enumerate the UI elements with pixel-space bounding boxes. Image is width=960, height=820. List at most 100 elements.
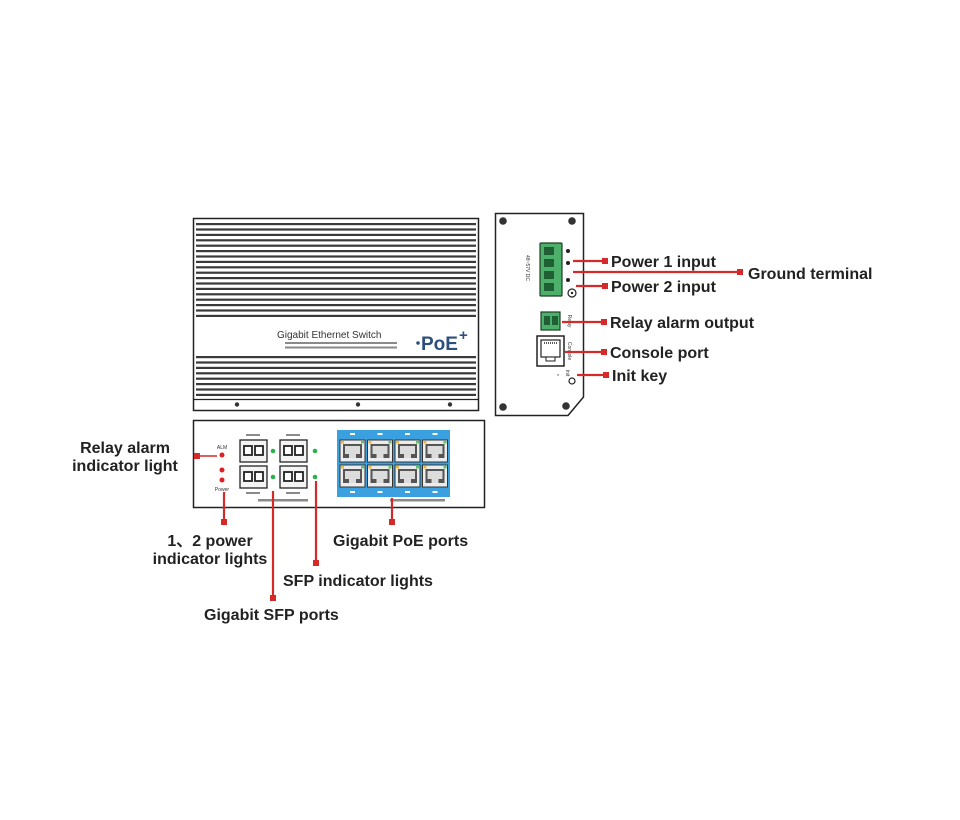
poe-label-mark (432, 491, 438, 493)
poe-port (367, 439, 393, 463)
polarity-dot (566, 249, 570, 253)
callout-init: Init key (612, 368, 667, 385)
heatsink-fin (196, 372, 476, 375)
screw-icon (355, 402, 361, 407)
logo-dot (416, 341, 420, 345)
leader-marker (601, 349, 607, 355)
poe-port (339, 439, 366, 463)
power-terminal-block (539, 242, 563, 297)
terminal-wire-entry (544, 247, 554, 255)
poe-label-mark (405, 433, 410, 435)
callout-leaders (194, 258, 743, 601)
heatsink-fin (196, 287, 476, 290)
callout-console: Console port (610, 345, 709, 362)
leader-marker (313, 560, 319, 566)
sfp-label-strip (286, 434, 300, 436)
heatsink-housing (192, 217, 480, 412)
logo-sup: + (459, 327, 468, 344)
callout-poe-ports: Gigabit PoE ports (333, 533, 468, 550)
ground-screw-center (570, 291, 574, 295)
relay-connector (540, 311, 561, 331)
callout-power-lights-line2: indicator lights (153, 551, 268, 568)
polarity-dot (566, 278, 570, 282)
fine-print (390, 499, 445, 502)
power-led-2 (219, 477, 225, 483)
sfp-label-strip (246, 492, 260, 494)
sfp-led (312, 474, 318, 480)
heatsink-fin (196, 277, 476, 280)
callout-power2: Power 2 input (611, 279, 717, 296)
heatsink-fin (196, 377, 476, 380)
sfp-ports (239, 434, 318, 502)
screw-icon (568, 217, 576, 225)
heatsink-fin (196, 388, 476, 391)
sfp-port (279, 465, 308, 489)
heatsink-fin (196, 271, 476, 274)
poe-ports (337, 430, 450, 502)
heatsink-fin (196, 250, 476, 253)
callout-relay-light-line1: Relay alarm (80, 440, 170, 457)
alarm-led-label: ALM (217, 445, 227, 451)
poe-port-grid (339, 433, 448, 493)
fine-print (285, 342, 397, 344)
sfp-led (270, 448, 276, 454)
polarity-dot (566, 261, 570, 265)
poe-port (339, 464, 366, 488)
sfp-led (312, 448, 318, 454)
heatsink-fins (196, 223, 476, 396)
sfp-port (239, 465, 268, 489)
sfp-label-strip (246, 434, 260, 436)
leader-marker (270, 595, 276, 601)
leader-marker (601, 319, 607, 325)
leader-marker (194, 453, 200, 459)
heatsink-fin (196, 255, 476, 258)
heatsink-fin (196, 298, 476, 301)
leader-marker (737, 269, 743, 275)
poe-port (422, 464, 448, 488)
fine-print (258, 499, 308, 502)
sfp-led (270, 474, 276, 480)
callout-relay-output: Relay alarm output (610, 315, 755, 332)
heatsink-fin (196, 393, 476, 396)
poe-port (394, 464, 421, 488)
poe-port (367, 464, 393, 488)
heatsink-fin (196, 304, 476, 307)
screw-icon (562, 402, 570, 410)
poe-label-mark (377, 433, 383, 435)
poe-port (422, 439, 448, 463)
power-voltage-label: 48~57V DC (524, 255, 530, 281)
side-panel-view: 48~57V DC Relay Console * Init (494, 212, 585, 417)
product-name: Gigabit Ethernet Switch (277, 330, 382, 341)
sfp-port (279, 439, 308, 463)
heatsink-fin (196, 309, 476, 312)
leader-marker (389, 519, 395, 525)
relay-pin (544, 316, 550, 325)
leader-marker (603, 372, 609, 378)
power-led-label: Power (215, 487, 230, 493)
callout-ground: Ground terminal (748, 266, 872, 283)
poe-label-mark (350, 491, 355, 493)
terminal-wire-entry (544, 259, 554, 267)
sfp-label-strip (286, 492, 300, 494)
heatsink-fin (196, 228, 476, 231)
init-key-icon (568, 377, 576, 385)
leader-marker (221, 519, 227, 525)
callout-sfp-ports: Gigabit SFP ports (204, 607, 339, 624)
fine-print (285, 346, 397, 349)
heatsink-fin (196, 293, 476, 296)
console-tab (545, 356, 556, 362)
heatsink-fin (196, 223, 476, 226)
relay-pin (552, 316, 558, 325)
poe-port (394, 439, 421, 463)
terminal-wire-entry (544, 271, 554, 279)
screw-icon (499, 403, 507, 411)
callout-relay-light-line2: indicator light (72, 458, 178, 475)
callout-power1: Power 1 input (611, 254, 717, 271)
alarm-led (219, 452, 225, 458)
status-leds: ALM Power (215, 445, 230, 493)
leader-marker (602, 258, 608, 264)
heatsink-fin (196, 244, 476, 247)
heatsink-view: Gigabit Ethernet Switch PoE + (192, 217, 480, 412)
terminal-body (539, 242, 563, 297)
